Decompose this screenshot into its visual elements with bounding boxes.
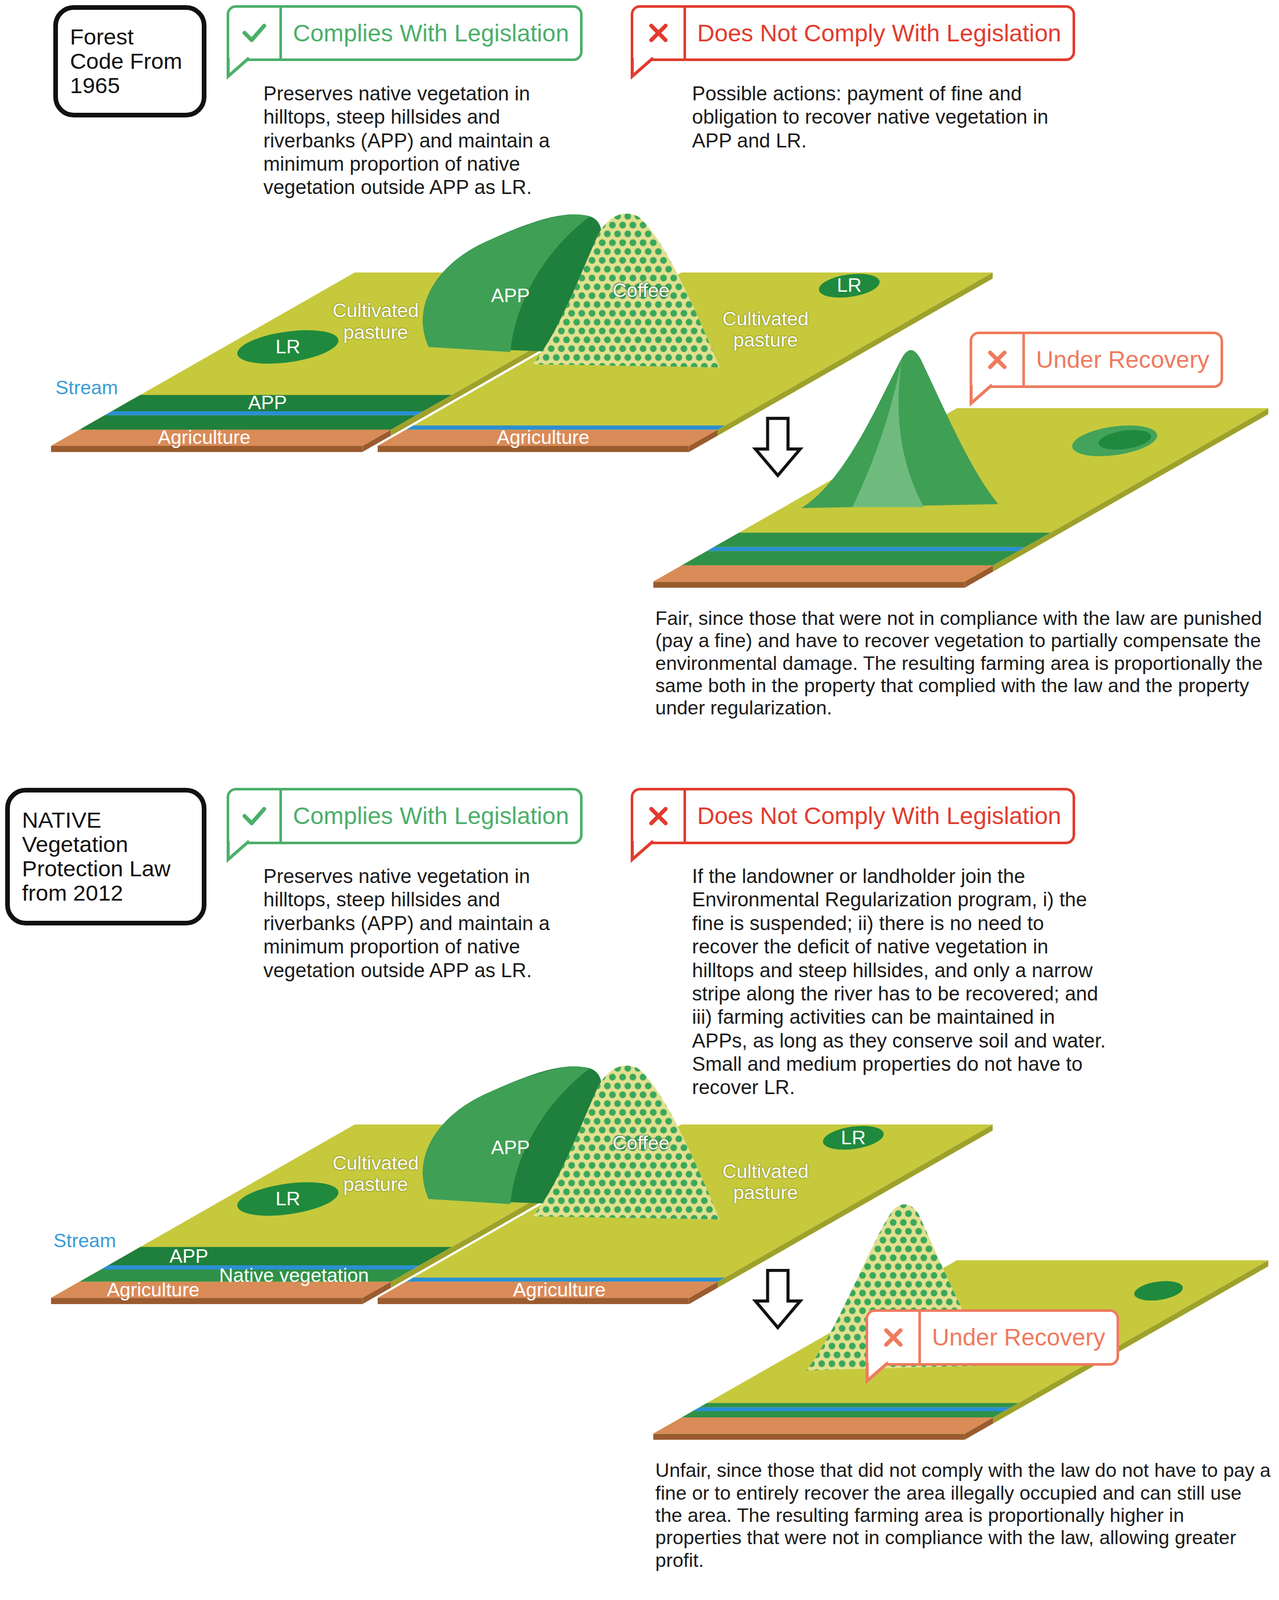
verdict-note: Fair, since those that were not in compl… [655,607,1274,720]
cross-icon [983,345,1012,375]
callout-box: Under Recovery [865,1309,1120,1366]
callout-tail [226,57,254,81]
status-icon-box [229,790,282,842]
callout-tail [630,841,658,864]
down-arrow [755,1270,801,1328]
law-box-frame: NATIVE Vegetation Protection Law from 20… [5,787,207,926]
status-icon-box [633,790,687,842]
illustration-label: APP [247,392,287,414]
callout-frame: Under Recovery [969,331,1224,389]
check-icon [240,18,269,48]
illustration-label: LR [275,336,301,358]
illustration-label: Stream [55,377,118,399]
illustration-label: Coffee [612,1132,670,1154]
status-icon-box [229,7,282,59]
callout-tail [630,57,658,81]
cross-icon [644,801,673,831]
illustration-label: Agriculture [496,427,590,449]
status-icon-box [633,7,687,59]
callout-box: Does Not Comply With LegislationPossible… [630,5,1075,62]
callout-frame: Complies With Legislation [226,5,583,62]
callout-tail [969,384,996,408]
status-icon-box [972,334,1025,386]
illustration-label: Agriculture [106,1279,200,1301]
callout-box: Complies With LegislationPreserves nativ… [226,5,583,62]
check-icon [240,801,269,831]
verdict-note: Unfair, since those that did not comply … [655,1459,1274,1572]
callout-heading: Complies With Legislation [281,801,581,830]
law-box: Forest Code From 1965 [53,5,207,118]
law-title: Forest Code From 1965 [69,24,190,98]
illustration-label: Agriculture [513,1279,606,1301]
illustration-label: Stream [53,1230,116,1252]
illustration-label: LR [275,1188,301,1211]
illustration-label: APP [491,1137,530,1159]
callout-frame: Complies With Legislation [226,787,583,845]
callout-frame: Does Not Comply With Legislation [630,787,1075,845]
callout-frame: Under Recovery [865,1309,1120,1366]
callout-heading: Does Not Comply With Legislation [686,801,1073,830]
callout-body: Possible actions: payment of fine and ob… [692,81,1070,153]
down-arrow [755,418,801,476]
callout-heading: Does Not Comply With Legislation [686,19,1073,48]
illustration-label: LR [836,275,862,297]
illustration-label: Coffee [612,280,670,302]
callout-body: Preserves native vegetation in hilltops,… [263,81,590,200]
callout-box: Does Not Comply With LegislationIf the l… [630,787,1075,845]
law-title: NATIVE Vegetation Protection Law from 20… [22,808,190,906]
callout-tail [226,841,254,864]
callout-body: Preserves native vegetation in hilltops,… [263,864,590,983]
illustration-label: Agriculture [157,427,251,449]
hill [422,1065,720,1220]
callout-box: Complies With LegislationPreserves nativ… [226,787,583,845]
hill [422,213,720,368]
callout-frame: Does Not Comply With Legislation [630,5,1075,62]
illustration-label: APP [491,285,530,307]
law-box: NATIVE Vegetation Protection Law from 20… [5,787,207,926]
callout-box: Under Recovery [969,331,1224,389]
cross-icon [644,18,673,48]
illustration-label: Cultivated pasture [319,1152,433,1196]
callout-heading: Under Recovery [1024,345,1221,374]
status-icon-box [868,1312,921,1364]
law-box-frame: Forest Code From 1965 [53,5,207,118]
illustration-label: APP [169,1245,208,1268]
illustration-label: Native vegetation [218,1265,369,1287]
illustration-label: Cultivated pasture [709,1160,822,1203]
cross-icon [879,1323,908,1352]
illustration-label: Cultivated pasture [709,308,822,351]
illustration-label: Cultivated pasture [319,300,433,343]
land-plate [653,1204,1269,1440]
callout-heading: Complies With Legislation [281,19,581,48]
illustration-label: LR [840,1127,866,1149]
callout-body: If the landowner or landholder join the … [692,864,1113,1100]
callout-heading: Under Recovery [920,1323,1117,1352]
callout-tail [865,1362,892,1386]
